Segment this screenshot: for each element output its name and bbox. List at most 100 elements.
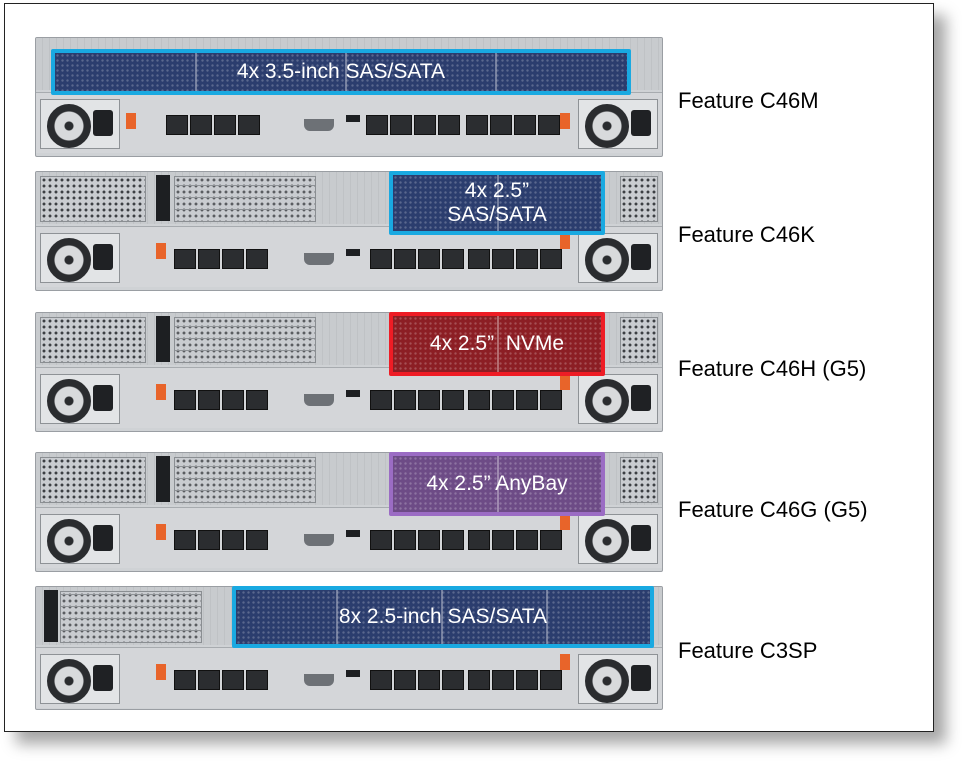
pcie-slot-numbers [156,175,170,221]
fan-icon [47,519,91,563]
power-plug-icon [631,385,651,411]
fan-icon [47,104,91,148]
bay-caption: 4x 3.5-inch SAS/SATA [236,59,446,83]
feature-row-c46g: 4x 2.5” AnyBay Feature C46G (G5) [5,452,933,572]
release-tab [560,514,570,530]
pcie-slot-numbers [156,456,170,502]
feature-label: Feature C46K [678,222,815,247]
server-lower-half [36,367,662,428]
vga-port-icon [304,534,334,546]
drive-bay-highlight: 4x 2.5” NVMe [389,312,605,376]
bay-caption: 4x 2.5” NVMe [429,331,565,355]
vent-grille [40,317,146,363]
vga-port-icon [304,394,334,406]
network-ports-2 [370,249,464,269]
fan-icon [585,238,629,282]
drive-bay-highlight: 8x 2.5-inch SAS/SATA [232,586,654,648]
release-tab [560,233,570,249]
usb-port-icon [346,115,360,122]
usb-port-icon [346,530,360,537]
power-supply-right [578,233,658,283]
figure-frame: 4x 3.5-inch SAS/SATA Feature C46M [4,3,934,732]
network-ports-2 [370,670,464,690]
release-tab [156,524,166,540]
network-ports [174,390,268,410]
network-ports-3 [468,530,562,550]
server-lower-half [36,226,662,287]
network-ports-3 [468,249,562,269]
fan-icon [585,379,629,423]
network-ports [166,115,260,135]
fan-icon [47,379,91,423]
fan-icon [47,659,91,703]
pcie-slots [174,457,316,503]
network-ports [174,249,268,269]
usb-port-icon [346,390,360,397]
vent-grille [40,176,146,222]
drive-bay-highlight: 4x 2.5” SAS/SATA [389,171,605,235]
fan-icon [585,104,629,148]
release-tab [126,113,136,129]
feature-row-c46k: 4x 2.5” SAS/SATA Feature C46K [5,171,933,291]
server-lower-half [36,92,662,153]
power-plug-icon [631,244,651,270]
network-ports-3 [468,670,562,690]
feature-row-c46m: 4x 3.5-inch SAS/SATA Feature C46M [5,37,933,157]
release-tab [156,243,166,259]
power-plug-icon [93,244,113,270]
pcie-slot-numbers [44,590,58,642]
pcie-slot [60,591,202,643]
vent-grille [620,457,658,503]
usb-port-icon [346,249,360,256]
power-supply-right [578,374,658,424]
power-plug-icon [631,665,651,691]
release-tab [156,384,166,400]
vent-grille [40,457,146,503]
power-plug-icon [631,525,651,551]
pcie-slot-numbers [156,316,170,362]
bay-caption: 4x 2.5” AnyBay [426,471,568,495]
bay-caption: 8x 2.5-inch SAS/SATA [338,604,548,628]
drive-bay-highlight: 4x 3.5-inch SAS/SATA [51,49,631,95]
fan-icon [47,238,91,282]
feature-label: Feature C46G (G5) [678,497,868,522]
network-ports-2 [370,530,464,550]
feature-row-c46h: 4x 2.5” NVMe Feature C46H (G5) [5,312,933,432]
drive-bay-highlight: 4x 2.5” AnyBay [389,452,605,516]
power-supply-left [40,233,120,283]
network-ports-3 [466,115,560,135]
usb-port-icon [346,670,360,677]
feature-label: Feature C46M [678,88,819,113]
server-lower-half [36,507,662,568]
power-supply-right [578,99,658,149]
power-supply-left [40,374,120,424]
network-ports-3 [468,390,562,410]
vga-port-icon [304,674,334,686]
pcie-slots [174,176,316,222]
network-ports [174,530,268,550]
release-tab [560,374,570,390]
power-plug-icon [93,665,113,691]
vent-grille [620,176,658,222]
power-supply-right [578,654,658,704]
power-plug-icon [93,110,113,136]
release-tab [560,113,570,129]
feature-label: Feature C3SP [678,638,818,663]
pcie-slots [174,317,316,363]
power-supply-left [40,654,120,704]
network-ports-2 [370,390,464,410]
server-lower-half [36,647,662,708]
feature-label: Feature C46H (G5) [678,356,867,381]
fan-icon [585,659,629,703]
power-plug-icon [93,385,113,411]
power-supply-left [40,514,120,564]
network-ports-2 [366,115,460,135]
power-supply-right [578,514,658,564]
feature-row-c3sp: 8x 2.5-inch SAS/SATA Feature C3SP [5,586,933,710]
network-ports [174,670,268,690]
power-plug-icon [631,110,651,136]
fan-icon [585,519,629,563]
vent-grille [620,317,658,363]
release-tab [560,654,570,670]
release-tab [156,664,166,680]
